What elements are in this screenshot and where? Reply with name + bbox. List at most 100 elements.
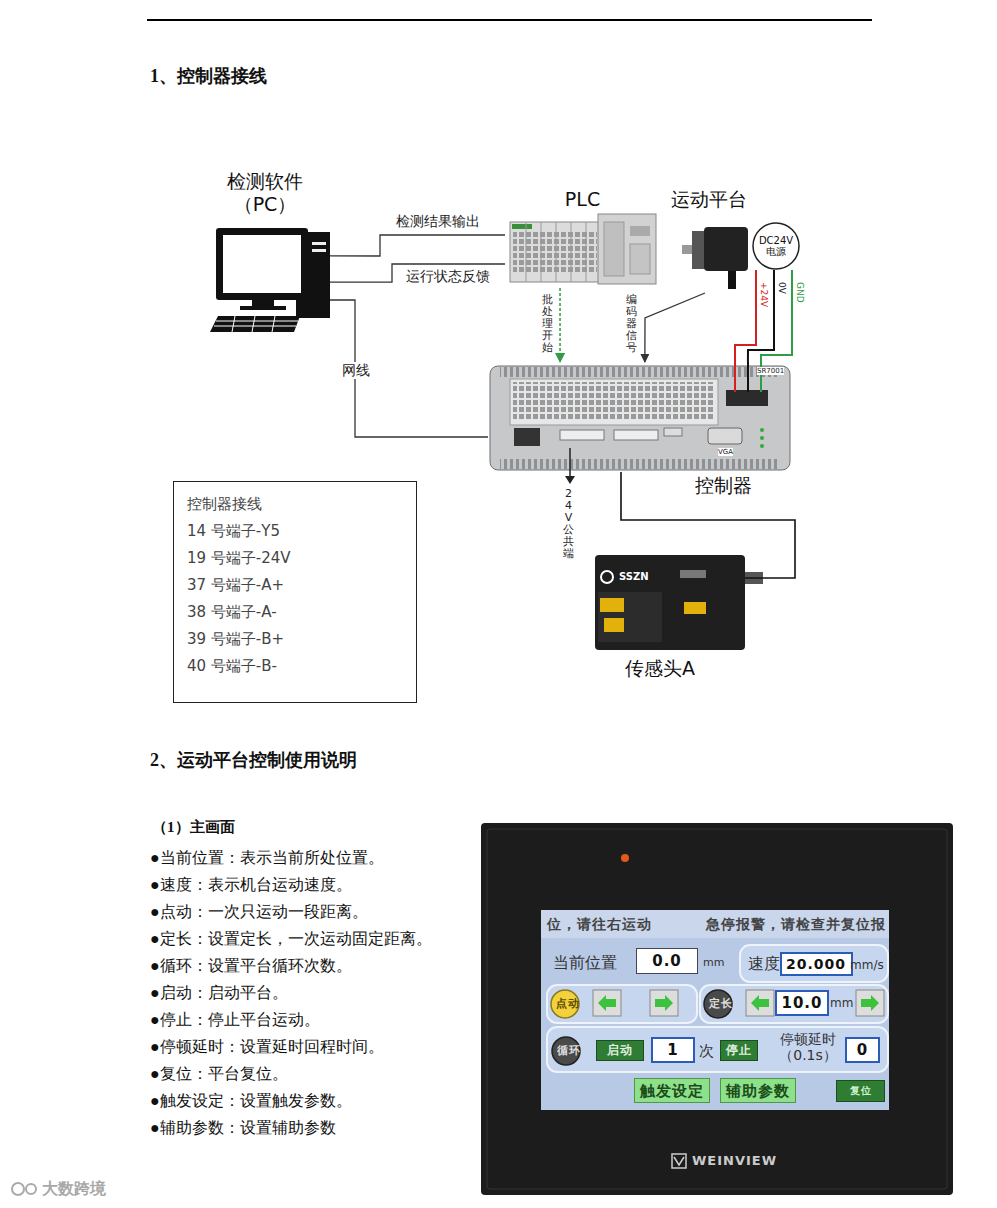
connector-label: GND [795,282,804,303]
bullet-item: ●定长：设置定长，一次运动固定距离。 [150,929,432,948]
node-label: 触发设定 [640,1082,704,1100]
bullet-item: ●速度：表示机台运动速度。 [150,875,352,894]
value-box: 10.0 [775,990,829,1016]
node-label: 10.0 [781,994,822,1012]
field-name: 当前位置 [553,953,617,972]
node-label: 检测软件 （PC） [210,170,320,216]
node-label: 38 号端子-A- [187,603,277,621]
value-box: 0.0 [636,948,698,974]
value-box: 0 [845,1037,880,1063]
unit: mm/s [850,958,884,972]
node-label: 控制器 [695,474,752,497]
node-label: 复位 [850,1085,872,1097]
connector [330,235,505,256]
connector [559,288,561,362]
mode-lamp: 点动 [550,989,586,1019]
unit: 次 [699,1042,714,1060]
node-label: 1 [667,1041,678,1059]
sensor-illustration [595,555,763,650]
node-label: 0 [857,1041,868,1059]
node-label: 运动平台 [668,188,750,211]
node-label: 14 号端子-Y5 [187,522,280,540]
node-label: 40 号端子-B- [187,657,277,675]
menu-button: 触发设定 [634,1078,710,1103]
servo-motor [682,227,748,289]
controller-illustration [490,362,790,484]
bullet-item: ●启动：启动平台。 [150,983,288,1002]
mode-lamp: 定长 [703,989,739,1019]
top-rule [147,19,872,21]
pc-illustration [210,228,330,332]
hmi-bezel: WEINVIEW 位，请往右运动 急停报警，请检查并复位报 0.0 20.000 点动 定长… [481,823,953,1195]
node-label: 辅助参数 [726,1082,790,1100]
bullet-item: ●复位：平台复位。 [150,1064,288,1083]
node-label: 控制器接线 [187,495,262,513]
section-heading: 2、运动平台控制使用说明 [150,750,357,772]
computer: 检测软件 （PC） [200,170,330,335]
menu-button: 辅助参数 [720,1078,796,1103]
bullet-item: ●停顿延时：设置延时回程时间。 [150,1037,384,1056]
unit: mm [830,996,853,1010]
bullet-item: ●辅助参数：设置辅助参数 [150,1118,336,1137]
brand-mark: SSZN [619,571,649,583]
node-label: 急停报警，请检查并复位报 [706,916,886,933]
node-label: 循环 [557,1044,581,1057]
reset-button: 复位 [836,1080,885,1102]
watermark-logo [12,1183,36,1195]
connector [735,270,756,362]
connector-label: 0V [777,282,786,294]
connector [748,270,774,362]
value-box: 1 [651,1037,695,1063]
power-supply: DC24V 电源 [752,222,800,270]
node-label: 0.0 [652,952,682,970]
bullet-item: ●触发设定：设置触发参数。 [150,1091,352,1110]
motion-platform: 运动平台 [668,188,750,293]
connector [645,293,705,362]
hmi-panel [481,823,953,1195]
node-label: PLC [505,188,660,211]
start-button: 启动 [596,1040,644,1061]
model-number: SR7001 [757,367,784,375]
bullet-item: ●当前位置：表示当前所处位置。 [150,848,384,867]
node-label: 启动 [607,1043,633,1057]
connector [330,300,488,437]
node-label: 20.000 [786,956,846,973]
plc-illustration [510,214,656,284]
node-label: 39 号端子-B+ [187,630,284,648]
connector-label: +24V [759,282,768,307]
watermark: 大数跨境 [42,1179,106,1198]
bullet-item: ●循环：设置平台循环次数。 [150,956,352,975]
sensor-head: 传感头A [595,553,745,653]
connector-label: 网线 [341,362,371,379]
controller: 控制器 [488,362,792,472]
connector-label: 批处理开始 [542,294,553,354]
plc: PLC [505,188,660,288]
signal-name: 24V公共端 [563,488,574,561]
stop-button: 停止 [720,1040,758,1061]
field-name: 停顿延时 （0.1s） [773,1031,843,1063]
bullet-item: ●停止：停止平台运动。 [150,1010,320,1029]
node-label: WEINVIEW [692,1153,777,1169]
sub-heading: （1）主画面 [152,818,235,836]
node-label: 传感头A [625,657,695,680]
node-label: 定长 [709,997,733,1010]
node-label: 点动 [556,997,580,1010]
node-label: 37 号端子-A+ [187,576,284,594]
node-label: DC24V 电源 [756,235,796,257]
connector-label: 检测结果输出 [395,213,481,230]
wiring-table: 控制器接线 14 号端子-Y5 19 号端子-24V 37 号端子-A+ 38 号端子-… [173,481,417,703]
node-label: 停止 [726,1043,752,1057]
unit: mm [703,956,724,969]
connector [621,472,795,578]
bullet-item: ●点动：一次只运动一段距离。 [150,902,368,921]
connector-label: 运行状态反馈 [405,268,491,285]
mode-lamp: 循环 [551,1036,587,1066]
field-name: 速度 [748,954,780,973]
connector-label: 编码器信号 [626,294,637,354]
port-name: VGA [718,448,733,456]
node-label: 位，请往右运动 [547,916,652,933]
node-label: 19 号端子-24V [187,549,291,567]
section-heading: 1、控制器接线 [150,64,267,88]
value-box: 20.000 [780,952,853,976]
